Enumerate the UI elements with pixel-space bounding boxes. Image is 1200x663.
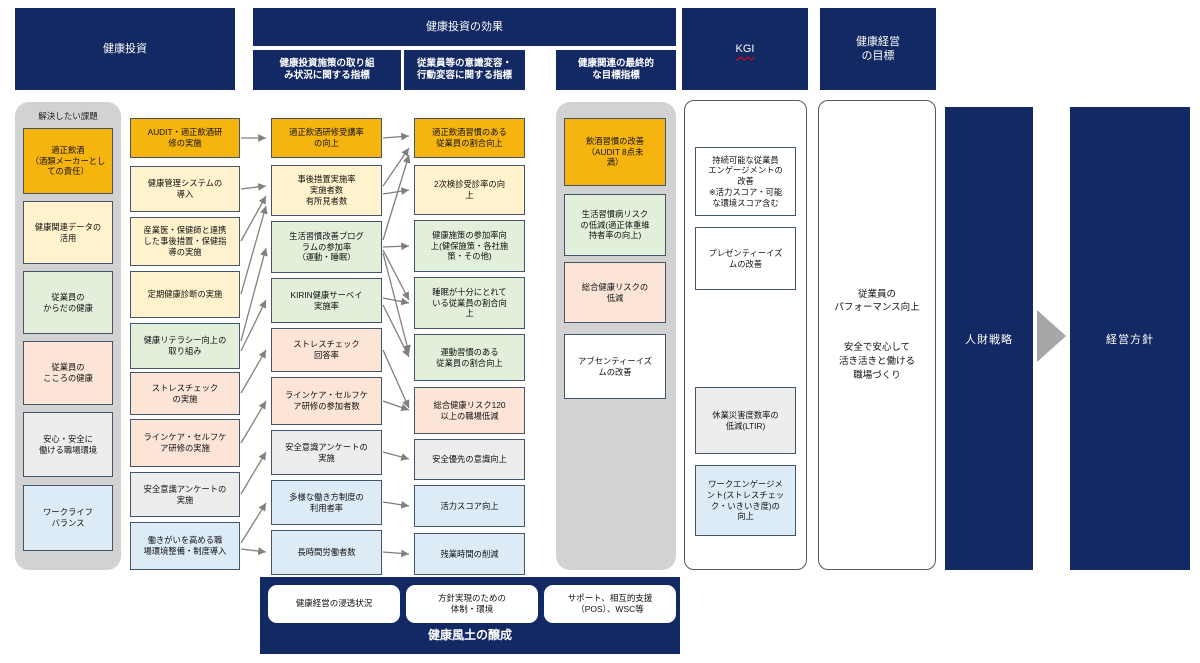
process-indicator: 安全意識アンケートの 実施 (271, 430, 382, 475)
issue-item: 従業員の からだの健康 (23, 271, 113, 334)
goal-container (818, 100, 936, 570)
process-indicator: KIRIN健康サーベイ 実施率 (271, 278, 382, 323)
investment-action: 産業医・保健師と連携 した事後措置・保健指 導の実施 (130, 217, 240, 266)
goal-text-workplace: 安全で安心して 活き活きと働ける 職場づくり (838, 342, 915, 381)
behavior-indicator: 2次検診受診率の向 上 (414, 165, 525, 215)
investment-action: 健康リテラシー向上の 取り組み (130, 323, 240, 369)
kgi-item: プレゼンティーイズ ムの改善 (695, 227, 796, 290)
behavior-indicator: 睡眠が十分にとれて いる従業員の割合向 上 (414, 277, 525, 329)
header-health-investment: 健康投資 (15, 8, 235, 90)
process-indicator: 適正飲酒研修受講率 の向上 (271, 118, 382, 158)
issue-item: 健康関連データの 活用 (23, 201, 113, 264)
investment-action: 定期健康診断の実施 (130, 271, 240, 318)
right-arrow-triangle (1037, 310, 1066, 362)
culture-item: サポート、相互的支援 （POS）、WSC等 (544, 585, 676, 623)
culture-item: 方針実現のための 体制・環境 (406, 585, 538, 623)
process-indicator: 生活習慣改善プログ ラムの参加率 （運動・睡眠） (271, 221, 382, 273)
header-investment-effect: 健康投資の効果 (253, 8, 676, 46)
kgi-item: 持続可能な従業員 エンゲージメントの 改善 ※活力スコア・可能 な環境スコア含む (695, 147, 796, 216)
kgi-label: KGI (735, 42, 755, 55)
behavior-indicator: 総合健康リスク120 以上の職場低減 (414, 387, 525, 434)
culture-item: 健康経営の浸透状況 (268, 585, 400, 623)
investment-action: 健康管理システムの 導入 (130, 166, 240, 212)
final-indicator: 総合健康リスクの 低減 (564, 262, 666, 323)
process-indicator: 事後措置実施率 実施者数 有所見者数 (271, 165, 382, 216)
investment-action: 安全意識アンケートの 実施 (130, 472, 240, 517)
issues-label: 解決したい課題 (38, 111, 98, 121)
issue-item: 適正飲酒 （酒類メーカーとし ての責任） (23, 128, 113, 194)
goal-text-performance: 従業員の パフォーマンス向上 (834, 288, 920, 314)
header-effect-sub2: 従業員等の意識変容・ 行動変容に関する指標 (404, 50, 525, 90)
behavior-indicator: 運動習慣のある 従業員の割合向上 (414, 334, 525, 381)
behavior-indicator: 健康施策の参加率向 上(健保施策・各社施 策・その他) (414, 220, 525, 272)
header-effect-sub1: 健康投資施策の取り組 み状況に関する指標 (253, 50, 401, 90)
process-indicator: ラインケア・セルフケ ア研修の参加者数 (271, 377, 382, 425)
final-indicator: アブセンティーイズ ムの改善 (564, 334, 666, 399)
header-management-goal: 健康経営 の目標 (820, 8, 936, 90)
culture-title: 健康風土の醸成 (427, 628, 512, 642)
behavior-indicator: 活力スコア向上 (414, 485, 525, 527)
process-indicator: ストレスチェック 回答率 (271, 328, 382, 372)
investment-action: ストレスチェック の実施 (130, 372, 240, 415)
behavior-indicator: 適正飲酒習慣のある 従業員の割合向上 (414, 118, 525, 158)
goal-text-block: 従業員の パフォーマンス向上 安全で安心して 活き活きと働ける 職場づくり (818, 100, 936, 570)
kgi-item: ワークエンゲージメ ント(ストレスチェッ ク・いきいき度)の 向上 (695, 465, 796, 536)
management-policy-pillar: 経営方針 (1070, 107, 1190, 570)
process-indicator: 長時間労働者数 (271, 530, 382, 575)
issue-item: ワークライフ バランス (23, 485, 113, 551)
issue-item: 安心・安全に 働ける職場環境 (23, 412, 113, 477)
final-indicator: 生活習慣病リスク の低減(適正体重維 持者率の向上) (564, 194, 666, 256)
behavior-indicator: 残業時間の削減 (414, 533, 525, 575)
hr-strategy-pillar: 人財戦略 (945, 107, 1033, 570)
investment-action: 働きがいを高める職 場環境整備・制度導入 (130, 522, 240, 570)
process-indicator: 多様な働き方制度の 利用者率 (271, 480, 382, 525)
header-kgi: KGI (682, 8, 808, 90)
issue-item: 従業員の こころの健康 (23, 341, 113, 405)
behavior-indicator: 安全優先の意識向上 (414, 439, 525, 480)
header-final-target: 健康関連の最終的 な目標指標 (556, 50, 676, 90)
final-indicator: 飲酒習慣の改善 （AUDIT 8点未 満） (564, 118, 666, 186)
investment-action: ラインケア・セルフケ ア研修の実施 (130, 419, 240, 467)
investment-action: AUDIT・適正飲酒研 修の実施 (130, 118, 240, 158)
kgi-item: 休業災害度数率の 低減(LTIR) (695, 387, 796, 454)
